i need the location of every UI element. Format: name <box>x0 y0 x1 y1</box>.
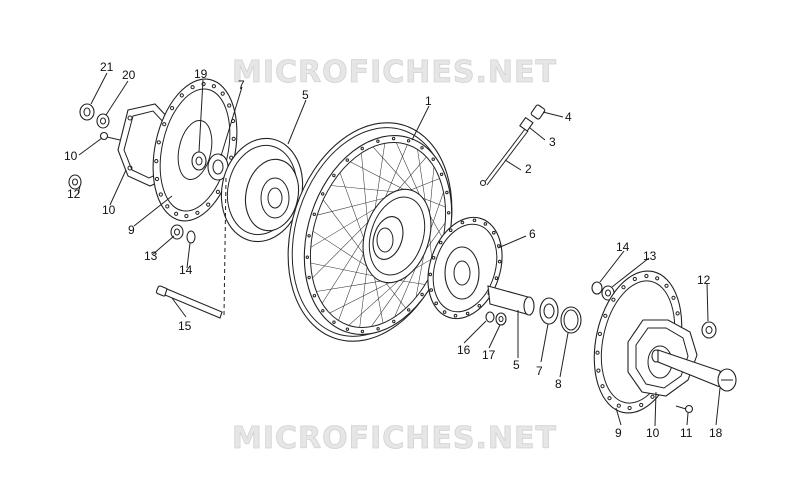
label-20: 20 <box>122 68 136 82</box>
label-7-right: 7 <box>536 364 543 378</box>
washer-16 <box>485 311 495 323</box>
watermark-bottom: MICROFICHES.NET <box>232 421 557 456</box>
axle-15 <box>155 177 227 319</box>
clip-14-left <box>186 230 196 244</box>
brake-disc-6 <box>427 216 503 320</box>
nut-12-left <box>68 174 82 190</box>
nut-21 <box>79 103 95 121</box>
label-9-right: 9 <box>615 426 622 440</box>
label-14-right: 14 <box>616 240 630 254</box>
spacer-5-right <box>487 285 535 316</box>
label-7-left: 7 <box>238 78 245 92</box>
label-8: 8 <box>555 377 562 391</box>
label-13-left: 13 <box>144 249 158 263</box>
nut-12-right <box>701 321 717 339</box>
bearing-19 <box>191 151 207 171</box>
watermark-top: MICROFICHES.NET <box>232 55 557 90</box>
bearing-7-right <box>539 297 559 325</box>
nut-17 <box>495 312 507 326</box>
dust-cover-5-left <box>220 137 304 243</box>
label-10-left: 10 <box>64 149 78 163</box>
label-9-left: 9 <box>128 223 135 237</box>
label-18: 18 <box>709 426 723 440</box>
label-12-left: 12 <box>67 187 81 201</box>
screw-11 <box>675 404 694 414</box>
label-4: 4 <box>565 110 572 124</box>
label-2: 2 <box>525 162 532 176</box>
label-19: 19 <box>194 67 208 81</box>
leader-lines <box>77 72 721 427</box>
label-13-right: 13 <box>643 249 657 263</box>
valve-cap-4 <box>530 104 546 120</box>
label-11: 11 <box>680 426 693 440</box>
valve-nut-3 <box>519 116 534 132</box>
washer-13-left <box>170 224 184 240</box>
label-14-left: 14 <box>179 263 193 277</box>
circlip-8 <box>560 306 582 334</box>
spindle-18 <box>651 349 737 392</box>
label-3: 3 <box>549 135 556 149</box>
label-5-left: 5 <box>302 88 309 102</box>
spoked-wheel-1 <box>287 122 453 342</box>
label-16: 16 <box>457 343 471 357</box>
label-15: 15 <box>178 319 192 333</box>
washer-14-right <box>591 281 603 295</box>
washer-20 <box>96 113 110 129</box>
label-10-carrier: 10 <box>102 203 116 217</box>
label-5-right: 5 <box>513 358 520 372</box>
label-10-right: 10 <box>646 426 660 440</box>
label-1: 1 <box>425 94 432 108</box>
label-17: 17 <box>482 348 496 362</box>
label-6: 6 <box>529 227 536 241</box>
label-12-right: 12 <box>697 273 711 287</box>
label-21: 21 <box>100 60 114 74</box>
valve-stem-2 <box>479 128 529 187</box>
bearing-7-left <box>207 153 229 181</box>
screw-10-left <box>99 131 121 141</box>
brake-disc-left <box>152 78 238 222</box>
